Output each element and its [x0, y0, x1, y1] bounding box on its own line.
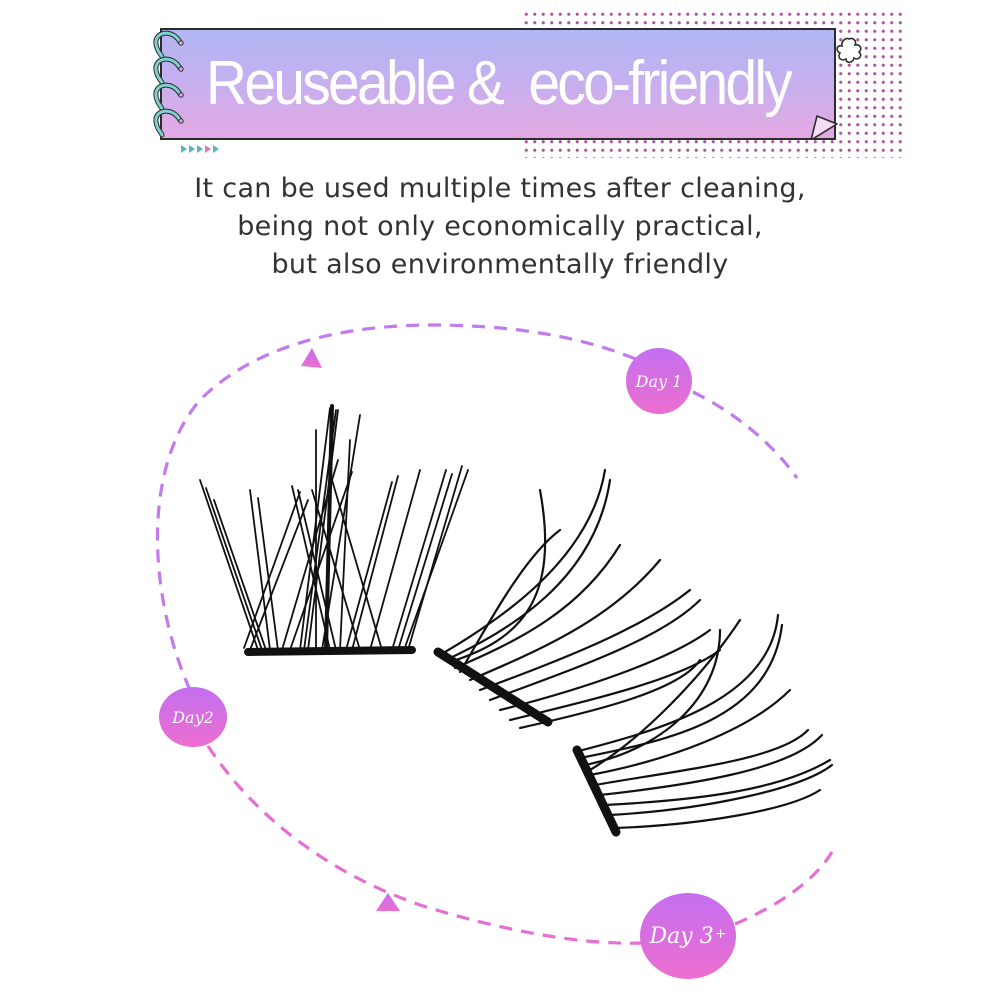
flower-sticker-icon	[836, 37, 862, 64]
page-curl-icon	[810, 115, 838, 140]
lash-band	[244, 646, 416, 656]
day-3-plus: +	[714, 926, 727, 942]
banner-title: Reuseable & eco-friendly	[205, 49, 793, 118]
description-line: but also environmentally friendly	[271, 249, 729, 280]
lash-fan-cluster	[199, 404, 469, 652]
day-3-badge: Day 3+	[640, 893, 736, 979]
day-2-label: Day2	[172, 707, 214, 727]
description-line: being not only economically practical,	[237, 211, 763, 242]
description-line: It can be used multiple times after clea…	[194, 173, 806, 204]
day-3-label: Day 3	[649, 923, 714, 949]
day-2-badge: Day2	[159, 687, 227, 747]
spiral-rings-icon	[153, 30, 184, 138]
lash-strip-cluster-2	[573, 613, 834, 830]
lash-strip-cluster-1	[438, 468, 722, 730]
day-1-label: Day 1	[635, 371, 683, 391]
description: It can be used multiple times after clea…	[120, 170, 880, 284]
day-1-badge: Day 1	[626, 348, 692, 414]
lash-band	[433, 647, 553, 727]
title-banner: Reuseable & eco-friendly	[160, 28, 836, 140]
triangle-arrows-icon	[181, 145, 221, 156]
lash-band	[572, 745, 621, 837]
